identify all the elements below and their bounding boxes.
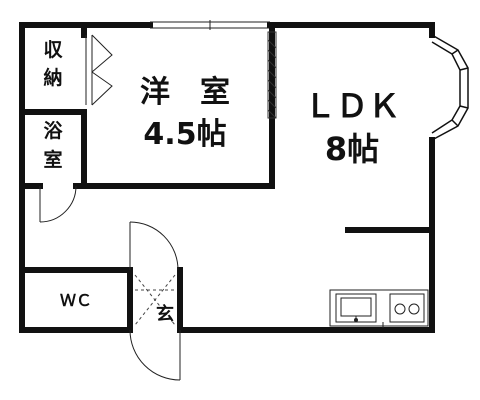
interior-walls — [19, 22, 435, 333]
bath-label-line2: 室 — [43, 148, 62, 171]
stove-burner-left-icon — [394, 303, 406, 315]
outer-walls — [19, 22, 435, 333]
kitchen-counter — [329, 289, 429, 328]
entrance-hatching — [134, 274, 176, 326]
entrance-label: 玄 — [156, 303, 174, 325]
ldk-label-line2: 8帖 — [325, 130, 379, 168]
sliding-partition — [267, 31, 277, 119]
entrance-door-outer[interactable] — [129, 329, 181, 381]
storage-label-line1: 収 — [43, 39, 63, 61]
top-window — [150, 20, 270, 30]
bath-label-line1: 浴 — [43, 120, 63, 142]
ldk-label-line1: ＬＤＫ — [304, 87, 400, 125]
wc-label: ＷＣ — [60, 291, 92, 310]
bath-door[interactable] — [39, 185, 77, 223]
storage-label-line2: 納 — [43, 66, 62, 89]
entrance-door-inner[interactable] — [129, 221, 179, 271]
western-room-label-line1: 洋 室 — [140, 75, 230, 110]
western-room-label-line2: 4.5帖 — [143, 117, 226, 152]
storage-doors[interactable] — [85, 34, 113, 106]
stove-burner-right-icon — [408, 303, 420, 315]
bay-window — [431, 34, 469, 141]
